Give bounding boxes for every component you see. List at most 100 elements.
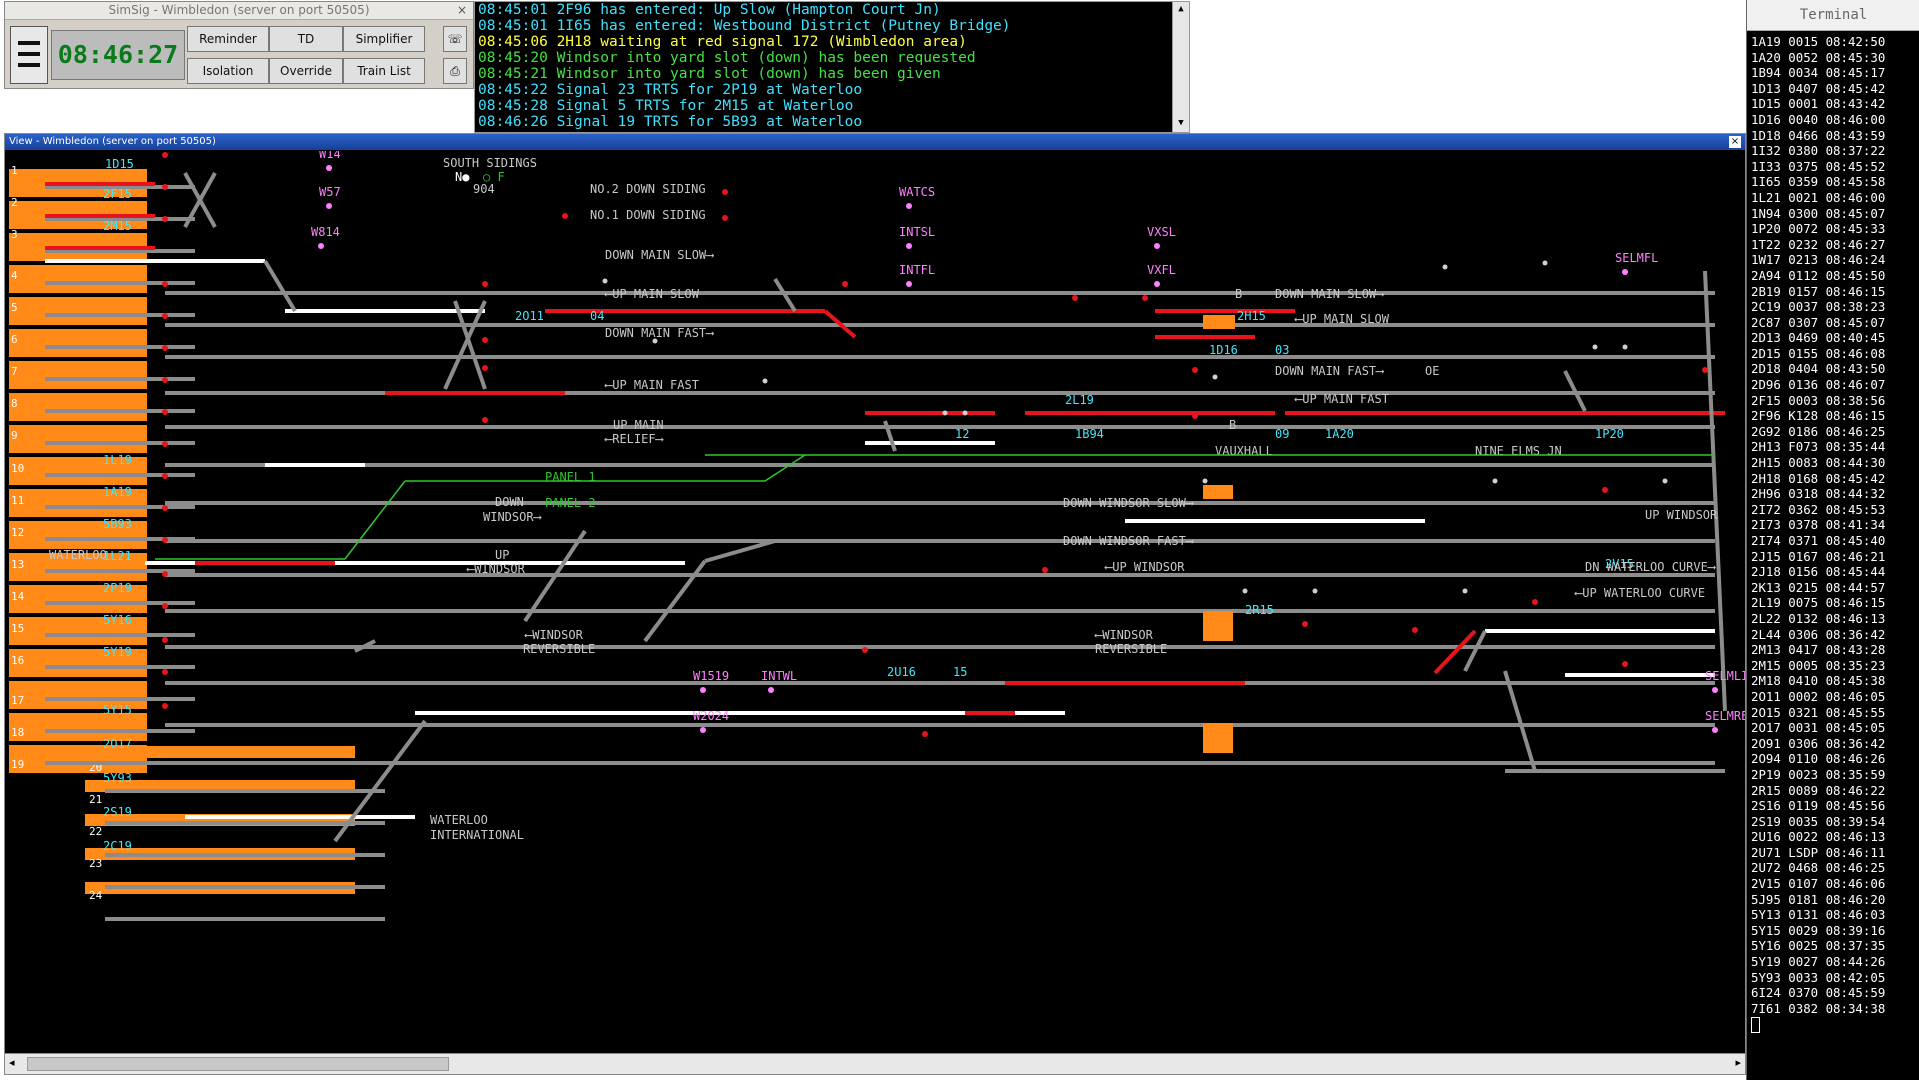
signal-icon[interactable] [162, 669, 168, 675]
printer-icon[interactable]: ⎙ [443, 58, 467, 84]
signal-icon[interactable] [162, 152, 168, 158]
train-berth[interactable]: 5Y19 [103, 645, 132, 659]
platform-number[interactable]: 8 [11, 397, 18, 410]
shunt-signal-icon[interactable] [1622, 344, 1628, 350]
train-berth[interactable]: 2F15 [103, 187, 132, 201]
train-berth[interactable]: 2S19 [103, 805, 132, 819]
shunt-signal-icon[interactable] [652, 338, 658, 344]
train-berth[interactable]: 2C19 [103, 839, 132, 853]
message-log[interactable]: 08:45:01 2F96 has entered: Up Slow (Hamp… [474, 1, 1190, 133]
log-scrollbar[interactable]: ▲ ▼ [1172, 2, 1189, 132]
shunt-signal-icon[interactable] [1442, 264, 1448, 270]
signal-icon[interactable] [562, 213, 568, 219]
signal-icon[interactable] [162, 216, 168, 222]
train-berth[interactable]: 5Y93 [103, 771, 132, 785]
scroll-right-icon[interactable]: ▸ [1735, 1056, 1741, 1069]
signal-icon[interactable] [1142, 295, 1148, 301]
platform-number[interactable]: 17 [11, 694, 24, 707]
shunt-signal-icon[interactable] [1542, 260, 1548, 266]
location-marker[interactable] [906, 243, 912, 249]
train-berth[interactable]: 2U16 [887, 665, 916, 679]
platform-number[interactable]: 14 [11, 590, 25, 603]
signal-icon[interactable] [162, 313, 168, 319]
signal-icon[interactable] [922, 731, 928, 737]
location-marker[interactable] [1154, 281, 1160, 287]
shunt-signal-icon[interactable] [1202, 478, 1208, 484]
signal-icon[interactable] [162, 409, 168, 415]
shunt-signal-icon[interactable] [1592, 344, 1598, 350]
signal-icon[interactable] [162, 537, 168, 543]
location-marker[interactable] [1712, 727, 1718, 733]
location-marker[interactable] [326, 203, 332, 209]
train-berth[interactable]: 03 [1275, 343, 1289, 357]
platform-number[interactable]: 13 [11, 558, 24, 571]
platform-number[interactable]: 10 [11, 462, 24, 475]
signal-icon[interactable] [1602, 487, 1608, 493]
shunt-signal-icon[interactable] [1462, 588, 1468, 594]
shunt-signal-icon[interactable] [762, 378, 768, 384]
platform-number[interactable]: 4 [11, 269, 18, 282]
shunt-signal-icon[interactable] [962, 410, 968, 416]
train-berth[interactable]: 09 [1275, 427, 1289, 441]
train-berth[interactable]: 15 [953, 665, 967, 679]
location-marker[interactable] [768, 687, 774, 693]
train-berth[interactable]: 5B93 [103, 517, 132, 531]
signal-icon[interactable] [162, 441, 168, 447]
train-berth[interactable]: 1L21 [103, 549, 132, 563]
simplifier-button[interactable]: Simplifier [343, 26, 425, 52]
close-icon[interactable]: × [1729, 136, 1741, 148]
train-berth[interactable]: 1A19 [103, 485, 132, 499]
platform-number[interactable]: 16 [11, 654, 24, 667]
location-marker[interactable] [1622, 269, 1628, 275]
location-marker[interactable] [326, 165, 332, 171]
close-icon[interactable]: × [456, 3, 467, 17]
train-berth[interactable]: 2L19 [1065, 393, 1094, 407]
train-berth[interactable]: 1P20 [1595, 427, 1624, 441]
train-berth[interactable]: 2H15 [1237, 309, 1266, 323]
signal-icon[interactable] [482, 337, 488, 343]
signal-icon[interactable] [482, 417, 488, 423]
scroll-left-icon[interactable]: ◂ [9, 1056, 15, 1069]
platform-number[interactable]: 3 [11, 228, 18, 241]
train-berth[interactable]: 5Y15 [103, 703, 132, 717]
train-berth[interactable]: 5Y16 [103, 613, 132, 627]
location-marker[interactable] [906, 281, 912, 287]
platform-number[interactable]: 6 [11, 333, 18, 346]
signal-icon[interactable] [1412, 627, 1418, 633]
platform-number[interactable]: 19 [11, 758, 24, 771]
signal-icon[interactable] [482, 365, 488, 371]
signal-icon[interactable] [162, 281, 168, 287]
signal-icon[interactable] [1532, 599, 1538, 605]
shunt-signal-icon[interactable] [1212, 374, 1218, 380]
signal-icon[interactable] [1622, 661, 1628, 667]
signal-icon[interactable] [1042, 567, 1048, 573]
platform-number[interactable]: 2 [11, 196, 18, 209]
platform-number[interactable]: 18 [11, 726, 24, 739]
train-berth[interactable]: 2V15 [1605, 557, 1634, 571]
shunt-signal-icon[interactable] [942, 410, 948, 416]
platform-number[interactable]: 15 [11, 622, 24, 635]
platform-number[interactable]: 11 [11, 494, 24, 507]
signal-icon[interactable] [1072, 295, 1078, 301]
platform-number[interactable]: 5 [11, 301, 18, 314]
train-berth[interactable]: 2M15 [103, 219, 132, 233]
map-horizontal-scrollbar[interactable]: ◂ ▸ [5, 1053, 1745, 1074]
platform-number[interactable]: 21 [89, 793, 102, 806]
signal-icon[interactable] [162, 473, 168, 479]
location-marker[interactable] [700, 727, 706, 733]
signal-icon[interactable] [842, 281, 848, 287]
scroll-thumb[interactable] [27, 1057, 449, 1071]
signal-icon[interactable] [162, 345, 168, 351]
menu-button[interactable] [10, 26, 48, 84]
signal-icon[interactable] [162, 603, 168, 609]
location-marker[interactable] [700, 687, 706, 693]
platform-number[interactable]: 9 [11, 429, 18, 442]
signal-icon[interactable] [1192, 413, 1198, 419]
train-berth[interactable]: 2O11 [515, 309, 544, 323]
reminder-button[interactable]: Reminder [187, 26, 269, 52]
signal-icon[interactable] [722, 189, 728, 195]
signal-icon[interactable] [1702, 367, 1708, 373]
signal-icon[interactable] [1192, 367, 1198, 373]
signal-icon[interactable] [1302, 621, 1308, 627]
